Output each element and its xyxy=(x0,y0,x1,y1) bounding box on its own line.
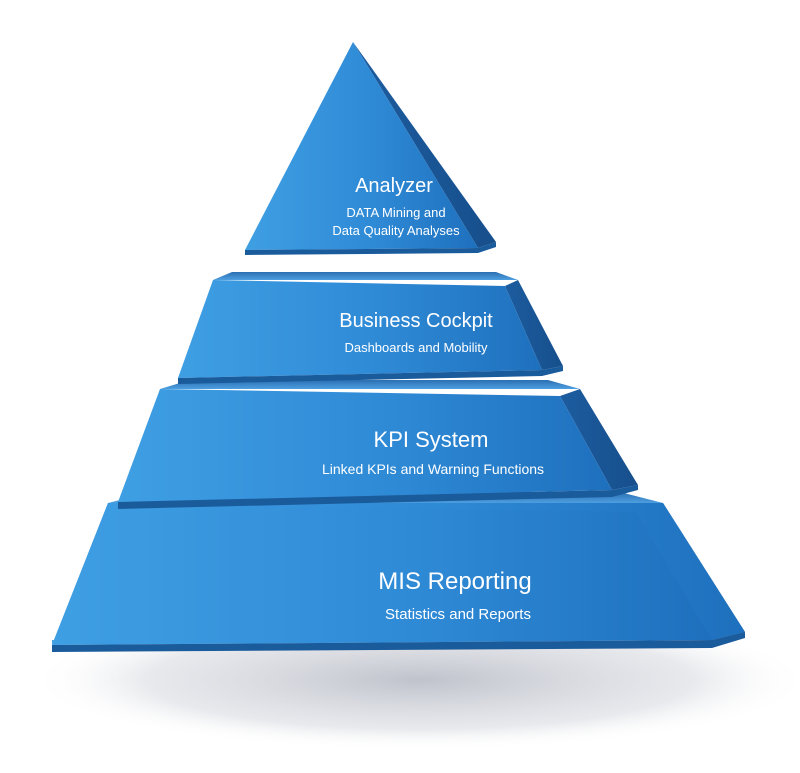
tier-side-face xyxy=(560,389,638,490)
tier-bottom-edge xyxy=(245,242,496,255)
tier-bottom-edge xyxy=(178,366,563,384)
tier-front-face-main xyxy=(245,42,478,250)
tier-front-face-main xyxy=(52,503,712,645)
tier-bottom-edge xyxy=(52,632,745,652)
tier-business-cockpit xyxy=(178,272,563,384)
tier-subtitle-business-cockpit: Dashboards and Mobility xyxy=(344,340,488,355)
tier-top-face xyxy=(160,380,580,389)
tier-subtitle-analyzer-line2: Data Quality Analyses xyxy=(332,223,460,238)
tier-subtitle-analyzer-line1: DATA Mining and xyxy=(346,205,445,220)
tier-analyzer xyxy=(245,42,496,255)
tier-front-face-main xyxy=(118,389,612,502)
tier-front-face-main xyxy=(178,280,542,378)
tier-mis-reporting xyxy=(52,492,745,652)
tier-top-face xyxy=(213,272,518,280)
tier-title-kpi-system: KPI System xyxy=(374,427,489,452)
tier-subtitle-mis-reporting: Statistics and Reports xyxy=(385,606,531,623)
tier-subtitle-kpi-system: Linked KPIs and Warning Functions xyxy=(322,461,544,477)
tier-side-face xyxy=(505,280,563,370)
tier-side-face xyxy=(353,42,496,248)
tier-kpi-system xyxy=(118,380,638,509)
tier-title-business-cockpit: Business Cockpit xyxy=(339,310,493,332)
tier-bottom-edge xyxy=(118,485,638,509)
tier-title-analyzer: Analyzer xyxy=(355,175,433,197)
tier-title-mis-reporting: MIS Reporting xyxy=(378,568,531,595)
